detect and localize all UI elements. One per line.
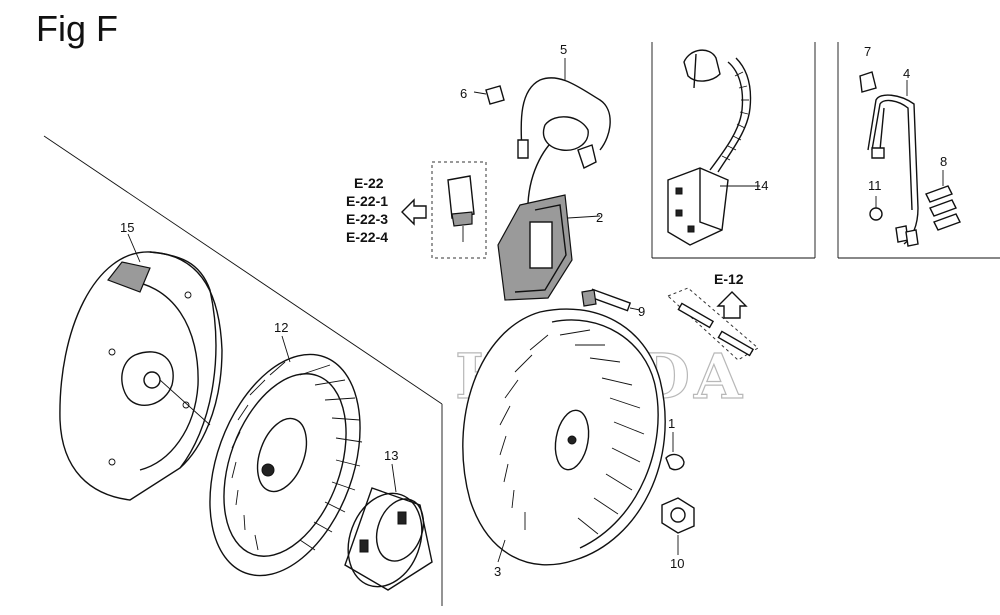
callout-labels: 1 2 3 4 5 6 7 8 9 10 11 12 13 14 15 — [120, 42, 947, 579]
ref-e22-3: E-22-3 — [346, 211, 388, 227]
callout-15: 15 — [120, 220, 134, 235]
ref-e22-4: E-22-4 — [346, 229, 388, 245]
ref-e22: E-22 — [354, 175, 384, 191]
callout-12: 12 — [274, 320, 288, 335]
clip-7-part — [859, 71, 877, 93]
callout-14: 14 — [754, 178, 768, 193]
starter-pulley-part — [344, 487, 433, 591]
callout-3: 3 — [494, 564, 501, 579]
cooling-fan-part — [209, 353, 363, 577]
leader-lines — [127, 185, 760, 563]
screw-part — [869, 196, 883, 221]
harness-part — [867, 80, 919, 247]
terminals-part — [925, 170, 961, 231]
e12-arrow-icon — [716, 291, 748, 319]
fan-cover-part — [59, 251, 223, 501]
flywheel-part — [462, 308, 666, 566]
callout-13: 13 — [384, 448, 398, 463]
figure-title: Fig F — [36, 8, 119, 49]
e22-arrow-icon — [401, 198, 427, 226]
key-part — [665, 453, 685, 471]
connector-box — [431, 161, 487, 259]
callout-6: 6 — [460, 86, 467, 101]
bolt-part — [581, 288, 641, 312]
callout-4: 4 — [903, 66, 910, 81]
clip-part — [473, 85, 505, 105]
wire-part — [517, 58, 611, 159]
panel-borders — [43, 42, 1000, 606]
callout-11: 11 — [868, 178, 882, 193]
callout-8: 8 — [940, 154, 947, 169]
ignition-coil-part — [497, 116, 601, 301]
dashed-bolts — [667, 287, 759, 361]
reference-labels: E-22 E-22-1 E-22-3 E-22-4 E-12 — [346, 175, 744, 287]
callout-7: 7 — [864, 44, 871, 59]
ref-e22-1: E-22-1 — [346, 193, 388, 209]
callout-10: 10 — [670, 556, 684, 571]
ht-coil-part — [667, 49, 752, 246]
callout-1: 1 — [668, 416, 675, 431]
ref-e12: E-12 — [714, 271, 744, 287]
callout-2: 2 — [596, 210, 603, 225]
callout-5: 5 — [560, 42, 567, 57]
callout-9: 9 — [638, 304, 645, 319]
nut-part — [661, 497, 695, 555]
